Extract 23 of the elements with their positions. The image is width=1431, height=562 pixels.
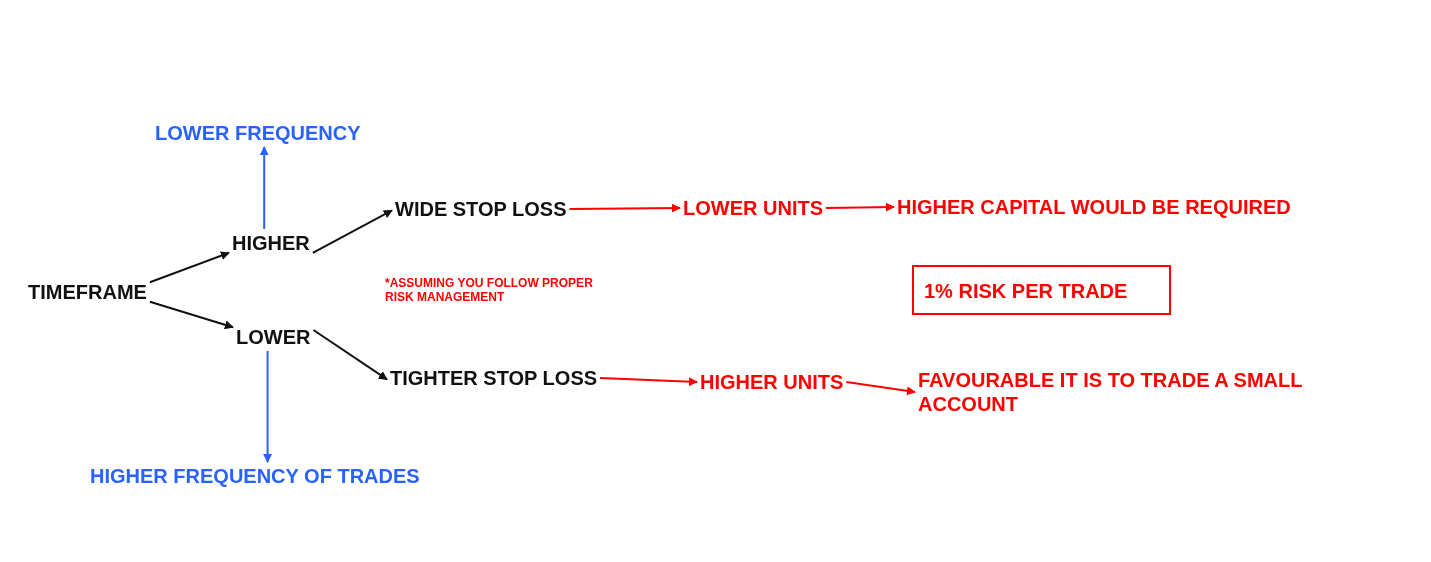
arrow xyxy=(568,203,681,213)
arrow xyxy=(599,377,698,387)
arrow xyxy=(259,146,269,230)
arrow xyxy=(311,209,393,254)
node-label: HIGHER xyxy=(229,229,313,257)
note-box: 1% RISK PER TRADE xyxy=(912,265,1171,315)
node-label: LOWER UNITS xyxy=(680,194,826,222)
node-label: WIDE STOP LOSS xyxy=(392,195,570,223)
arrow xyxy=(825,202,895,212)
node-label: HIGHER CAPITAL WOULD BE REQUIRED xyxy=(894,193,1294,221)
arrow xyxy=(312,329,388,381)
node-label: FAVOURABLE IT IS TO TRADE A SMALL ACCOUNT xyxy=(915,366,1395,418)
node-label: TIGHTER STOP LOSS xyxy=(387,364,601,392)
node-label: HIGHER FREQUENCY OF TRADES xyxy=(87,462,423,490)
footnote: *ASSUMING YOU FOLLOW PROPER RISK MANAGEMENT xyxy=(385,276,594,304)
arrow xyxy=(263,350,273,463)
node-label: TIMEFRAME xyxy=(25,278,150,306)
arrow xyxy=(148,251,230,284)
node-label: LOWER FREQUENCY xyxy=(152,119,364,147)
node-label: LOWER xyxy=(233,323,314,351)
node-label: HIGHER UNITS xyxy=(697,368,847,396)
arrow xyxy=(148,300,234,330)
arrow xyxy=(845,381,916,396)
